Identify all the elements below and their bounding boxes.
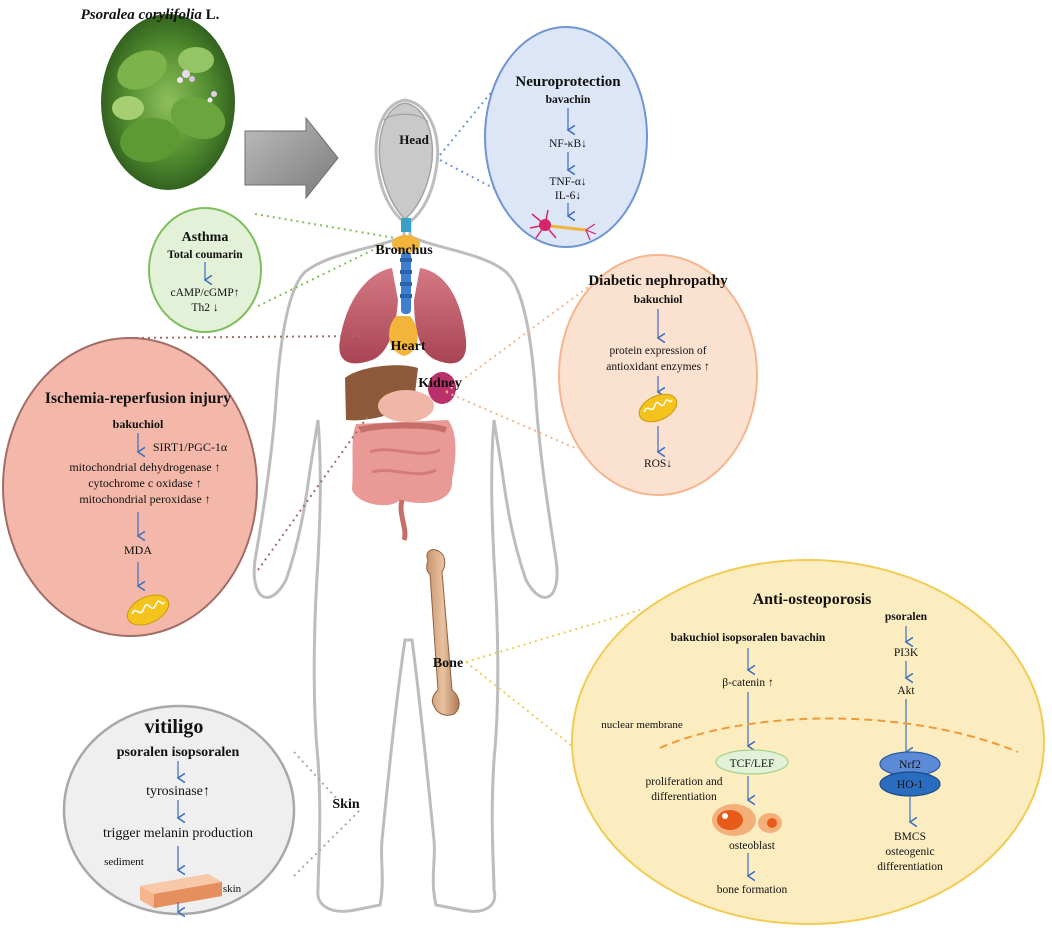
- osteo-bmcs-1: BMCS: [894, 831, 926, 843]
- ischemia-step-2b: cytochrome c oxidase ↑: [88, 476, 202, 490]
- stomach-organ: [378, 390, 434, 422]
- osteo-bone-formation: bone formation: [717, 884, 788, 896]
- neuroprotection-title: Neuroprotection: [515, 74, 621, 90]
- diabetic-bubble: [558, 254, 758, 496]
- neuro-step-2b: IL-6↓: [555, 190, 581, 202]
- osteo-bmcs-3: differentiation: [877, 861, 943, 873]
- human-body: [252, 98, 559, 913]
- osteo-prolif-1: proliferation and: [646, 776, 723, 788]
- plant-to-body-arrow: [244, 116, 339, 200]
- vitiligo-title: vitiligo: [145, 716, 204, 738]
- diabetic-step-2: ROS↓: [644, 458, 672, 470]
- label-skin: Skin: [332, 797, 359, 812]
- label-kidney: Kidney: [418, 376, 462, 391]
- vitiligo-sediment: sediment: [104, 856, 144, 868]
- osteo-nrf2: Nrf2: [899, 759, 921, 771]
- ischemia-step-1: SIRT1/PGC-1α: [153, 440, 228, 454]
- asthma-step-1b: Th2 ↓: [191, 302, 218, 314]
- nrf2-ho1-complex: [879, 751, 941, 797]
- diabetic-compound: bakuchiol: [634, 294, 683, 306]
- asthma-title: Asthma: [182, 230, 229, 245]
- bronchus-organ: [392, 218, 420, 314]
- ischemia-step-2a: mitochondrial dehydrogenase ↑: [69, 460, 220, 474]
- nuclear-membrane: [659, 717, 1019, 753]
- osteo-tcf-lef: TCF/LEF: [730, 758, 775, 770]
- osteo-akt: Akt: [897, 685, 915, 697]
- neuroprotection-compound: bavachin: [546, 94, 591, 106]
- neuro-step-1: NF-κB↓: [549, 138, 587, 150]
- osteo-title: Anti-osteoporosis: [753, 591, 872, 608]
- vitiligo-step-1: tyrosinase↑: [146, 784, 210, 799]
- neuro-step-2a: TNF-α↓: [549, 176, 586, 188]
- ischemia-bubble: [2, 337, 258, 637]
- osteo-osteoblast: osteoblast: [729, 840, 776, 852]
- plant-image: [101, 14, 235, 190]
- heart-organ: [389, 316, 418, 356]
- mitochondrion-icon: [126, 594, 170, 626]
- mitochondrion-icon: [638, 393, 678, 423]
- osteo-beta-catenin: β-catenin ↑: [722, 677, 774, 689]
- osteo-prolif-2: differentiation: [651, 791, 717, 803]
- osteoblast-cells-icon: [712, 804, 782, 836]
- osteo-pi3k: PI3K: [894, 647, 919, 659]
- vitiligo-compound: psoralen isopsoralen: [117, 745, 240, 760]
- label-bronchus: Bronchus: [375, 243, 433, 258]
- diabetic-step-1b: antioxidant enzymes ↑: [606, 361, 709, 373]
- diabetic-step-1a: protein expression of: [609, 345, 706, 357]
- skin-layer-icon: [140, 874, 222, 908]
- connectors: [129, 83, 641, 877]
- diabetic-title: Diabetic nephropathy: [588, 273, 728, 289]
- plant-name: Psoralea corylifolia L.: [81, 7, 220, 23]
- ischemia-compound: bakuchiol: [113, 417, 164, 431]
- osteo-bmcs-2: osteogenic: [885, 846, 934, 858]
- lungs-organ: [339, 268, 467, 364]
- vitiligo-skin-label: skin: [223, 883, 242, 895]
- ischemia-title: Ischemia-reperfusion injury: [45, 390, 231, 407]
- ischemia-step-3: MDA: [124, 543, 152, 557]
- femur-bone: [426, 549, 460, 716]
- osteo-bubble: [571, 559, 1045, 925]
- ischemia-step-2c: mitochondrial peroxidase ↑: [79, 492, 210, 506]
- vitiligo-step-2: trigger melanin production: [103, 826, 253, 841]
- osteo-compound-right: psoralen: [885, 611, 928, 623]
- kidney-organ: [428, 372, 456, 404]
- osteo-membrane-label: nuclear membrane: [601, 719, 683, 731]
- label-bone: Bone: [433, 656, 463, 671]
- label-head: Head: [399, 132, 429, 147]
- asthma-step-1a: cAMP/cGMP↑: [170, 287, 239, 299]
- label-heart: Heart: [391, 339, 426, 354]
- osteo-compound-left: bakuchiol isopsoralen bavachin: [671, 632, 826, 644]
- tcf-lef-shape: [715, 749, 789, 775]
- neuron-icon: [529, 209, 597, 241]
- osteo-ho1: HO-1: [897, 779, 923, 791]
- neuroprotection-bubble: [484, 26, 648, 248]
- intestines-organ: [352, 420, 456, 541]
- asthma-compound: Total coumarin: [167, 249, 243, 261]
